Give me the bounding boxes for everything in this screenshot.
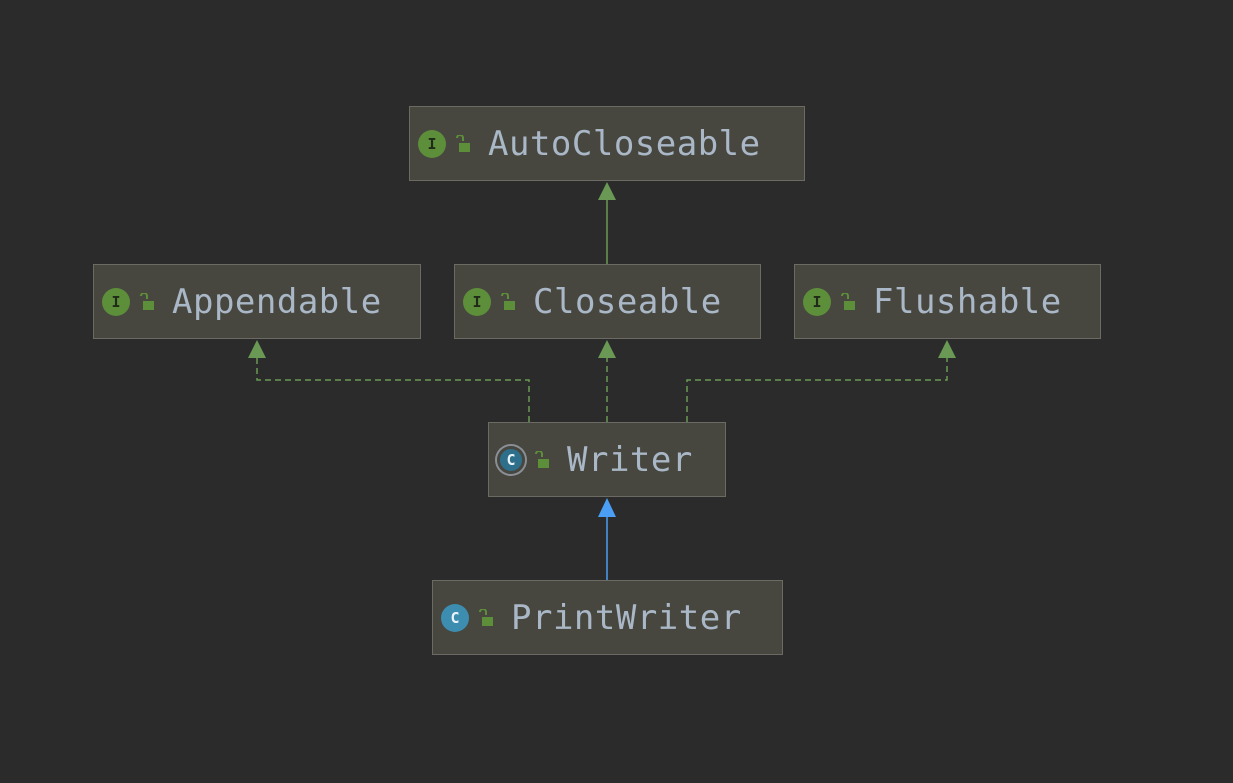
edge-writer-to-appendable — [248, 340, 530, 422]
node-label: AutoCloseable — [488, 123, 761, 164]
unlock-icon — [837, 292, 857, 312]
node-writer[interactable]: C Writer — [488, 422, 726, 497]
interface-icon: I — [102, 287, 130, 316]
unlock-icon — [531, 450, 551, 470]
node-printwriter[interactable]: C PrintWriter — [432, 580, 783, 655]
node-label: Writer — [567, 439, 693, 480]
node-label: Closeable — [533, 281, 722, 322]
abstract-class-icon: C — [497, 445, 525, 474]
edge-closeable-to-autocloseable — [598, 182, 616, 264]
edge-writer-to-flushable — [686, 340, 956, 422]
class-icon: C — [441, 603, 469, 632]
edge-writer-to-closeable — [598, 340, 616, 422]
node-closeable[interactable]: I Closeable — [454, 264, 761, 339]
node-label: Flushable — [873, 281, 1062, 322]
unlock-icon — [497, 292, 517, 312]
node-appendable[interactable]: I Appendable — [93, 264, 421, 339]
node-flushable[interactable]: I Flushable — [794, 264, 1101, 339]
interface-icon: I — [418, 129, 446, 158]
interface-icon: I — [803, 287, 831, 316]
node-label: Appendable — [172, 281, 382, 322]
unlock-icon — [475, 608, 495, 628]
interface-icon: I — [463, 287, 491, 316]
edge-printwriter-to-writer — [598, 498, 616, 580]
unlock-icon — [452, 134, 472, 154]
node-autocloseable[interactable]: I AutoCloseable — [409, 106, 805, 181]
unlock-icon — [136, 292, 156, 312]
node-label: PrintWriter — [511, 597, 742, 638]
